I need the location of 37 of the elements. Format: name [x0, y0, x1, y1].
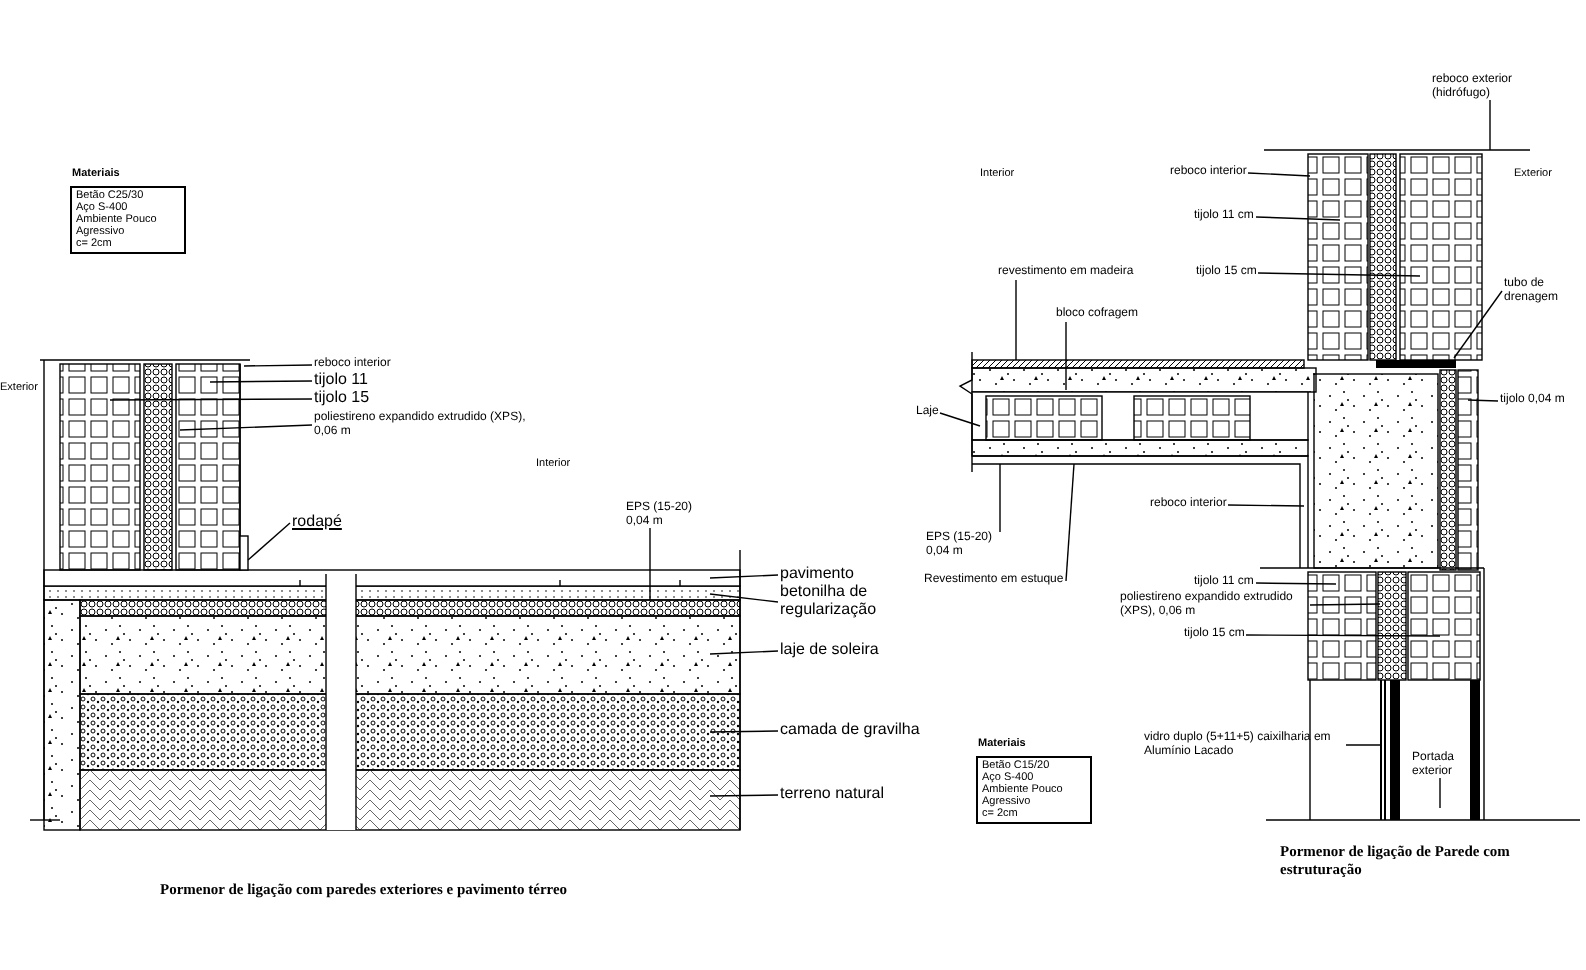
callout-label: tijolo 15 — [314, 390, 370, 408]
leader-line — [709, 650, 779, 655]
leader-line — [247, 522, 291, 561]
leader-line — [1065, 321, 1067, 391]
callout-label: betonilha de regularização — [780, 584, 879, 620]
leader-line — [1309, 603, 1381, 606]
leader-line — [1257, 272, 1421, 277]
leader-line — [999, 463, 1001, 533]
leader-line — [179, 424, 313, 431]
leader-line — [1255, 582, 1337, 585]
leader-line — [1453, 290, 1503, 359]
leader-line — [209, 380, 313, 383]
callout-label: terreno natural — [780, 786, 885, 804]
callout-label: laje de soleira — [780, 642, 879, 660]
leader-line — [1255, 216, 1341, 221]
glass-pane — [1380, 680, 1386, 820]
leader-line — [709, 730, 779, 733]
callout-label: rodapé — [292, 514, 342, 532]
leader-line — [1247, 172, 1311, 177]
leader-line — [709, 574, 779, 579]
leader-line — [1245, 634, 1441, 637]
leader-line — [1065, 463, 1075, 582]
leader-line — [1467, 399, 1499, 402]
leader-line — [939, 412, 981, 427]
callout-label: camada de gravilha — [780, 722, 920, 740]
leader-line — [243, 364, 313, 367]
callout-label: tijolo 11 — [314, 372, 368, 390]
leader-line — [1345, 744, 1381, 746]
leader-line — [709, 593, 779, 603]
leader-line — [1015, 279, 1017, 361]
leader-line — [1227, 504, 1305, 507]
leader-line — [1439, 777, 1441, 809]
callout-label: pavimento — [780, 566, 854, 584]
leader-line — [709, 794, 779, 797]
leader-line — [649, 527, 651, 601]
leader-line — [1489, 99, 1491, 151]
leader-line — [109, 398, 313, 401]
